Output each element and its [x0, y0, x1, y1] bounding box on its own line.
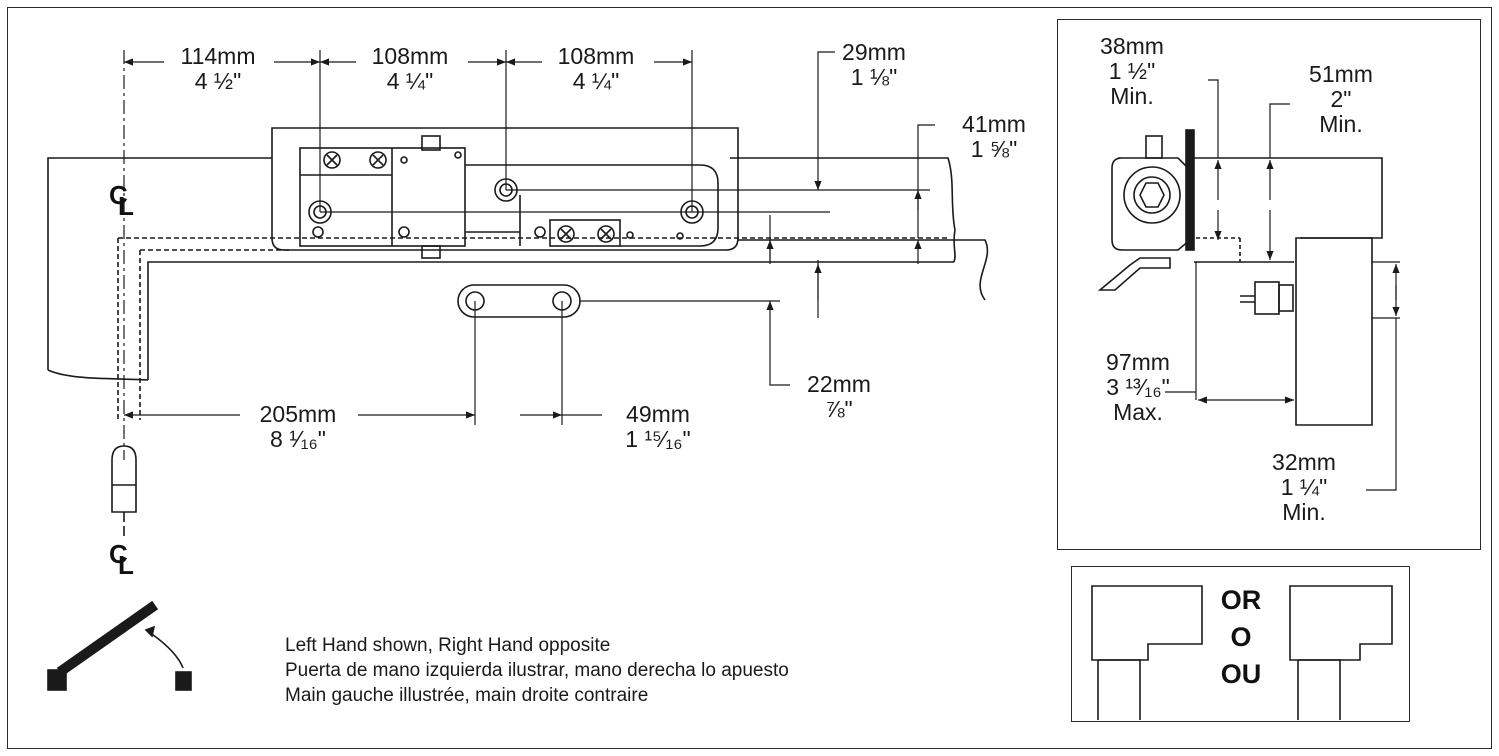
detail-dim-38mm: 38mm 1 ½" Min.: [1100, 33, 1164, 109]
dim-114mm: 114mm 4 ½": [180, 43, 256, 94]
note-french: Main gauche illustrée, main droite contr…: [285, 685, 649, 706]
or-english: OR: [1220, 585, 1262, 615]
note-english: Left Hand shown, Right Hand opposite: [285, 635, 611, 656]
detail-dim-97mm: 97mm 3 ¹³⁄₁₆" Max.: [1106, 349, 1170, 425]
frame-profile: [47, 157, 989, 420]
centerline-symbol-bottom: C L: [109, 539, 134, 580]
detail-dimension-lines: [1165, 79, 1400, 491]
detail-dim-32mm: 32mm 1 ¼" Min.: [1272, 449, 1336, 525]
or-french: OU: [1220, 659, 1262, 689]
pivot-pin: [111, 445, 137, 540]
note-spanish: Puerta de mano izquierda ilustrar, mano …: [285, 660, 789, 681]
detail-view-frame: [1057, 19, 1481, 550]
dim-29mm: 29mm 1 ⅛": [842, 39, 906, 90]
swing-symbol: [47, 600, 192, 691]
dim-49mm: 49mm 1 ¹⁵⁄₁₆": [625, 401, 691, 452]
dim-41mm: 41mm 1 ⅝": [962, 111, 1026, 162]
drawing-border: [7, 7, 1492, 749]
or-label-group: OR O OU: [1196, 582, 1286, 693]
dim-108mm-first: 108mm 4 ¼": [371, 43, 449, 94]
dimension-lines: [123, 50, 935, 460]
detail-dim-51mm: 51mm 2" Min.: [1309, 61, 1373, 137]
detail-profile: [1097, 129, 1383, 426]
centerline-symbol-top: C L: [109, 180, 134, 221]
dim-205mm: 205mm 8 ¹⁄₁₆": [259, 401, 337, 452]
mounting-plate: [271, 127, 739, 259]
or-spanish: O: [1230, 622, 1252, 652]
alternate-mount-sketches: [1091, 585, 1393, 720]
hand-notes: Left Hand shown, Right Hand opposite Pue…: [285, 633, 789, 708]
dim-22mm: 22mm ⅞": [807, 371, 871, 422]
alternate-mount-frame: [1071, 566, 1410, 722]
dim-108mm-second: 108mm 4 ¼": [557, 43, 635, 94]
